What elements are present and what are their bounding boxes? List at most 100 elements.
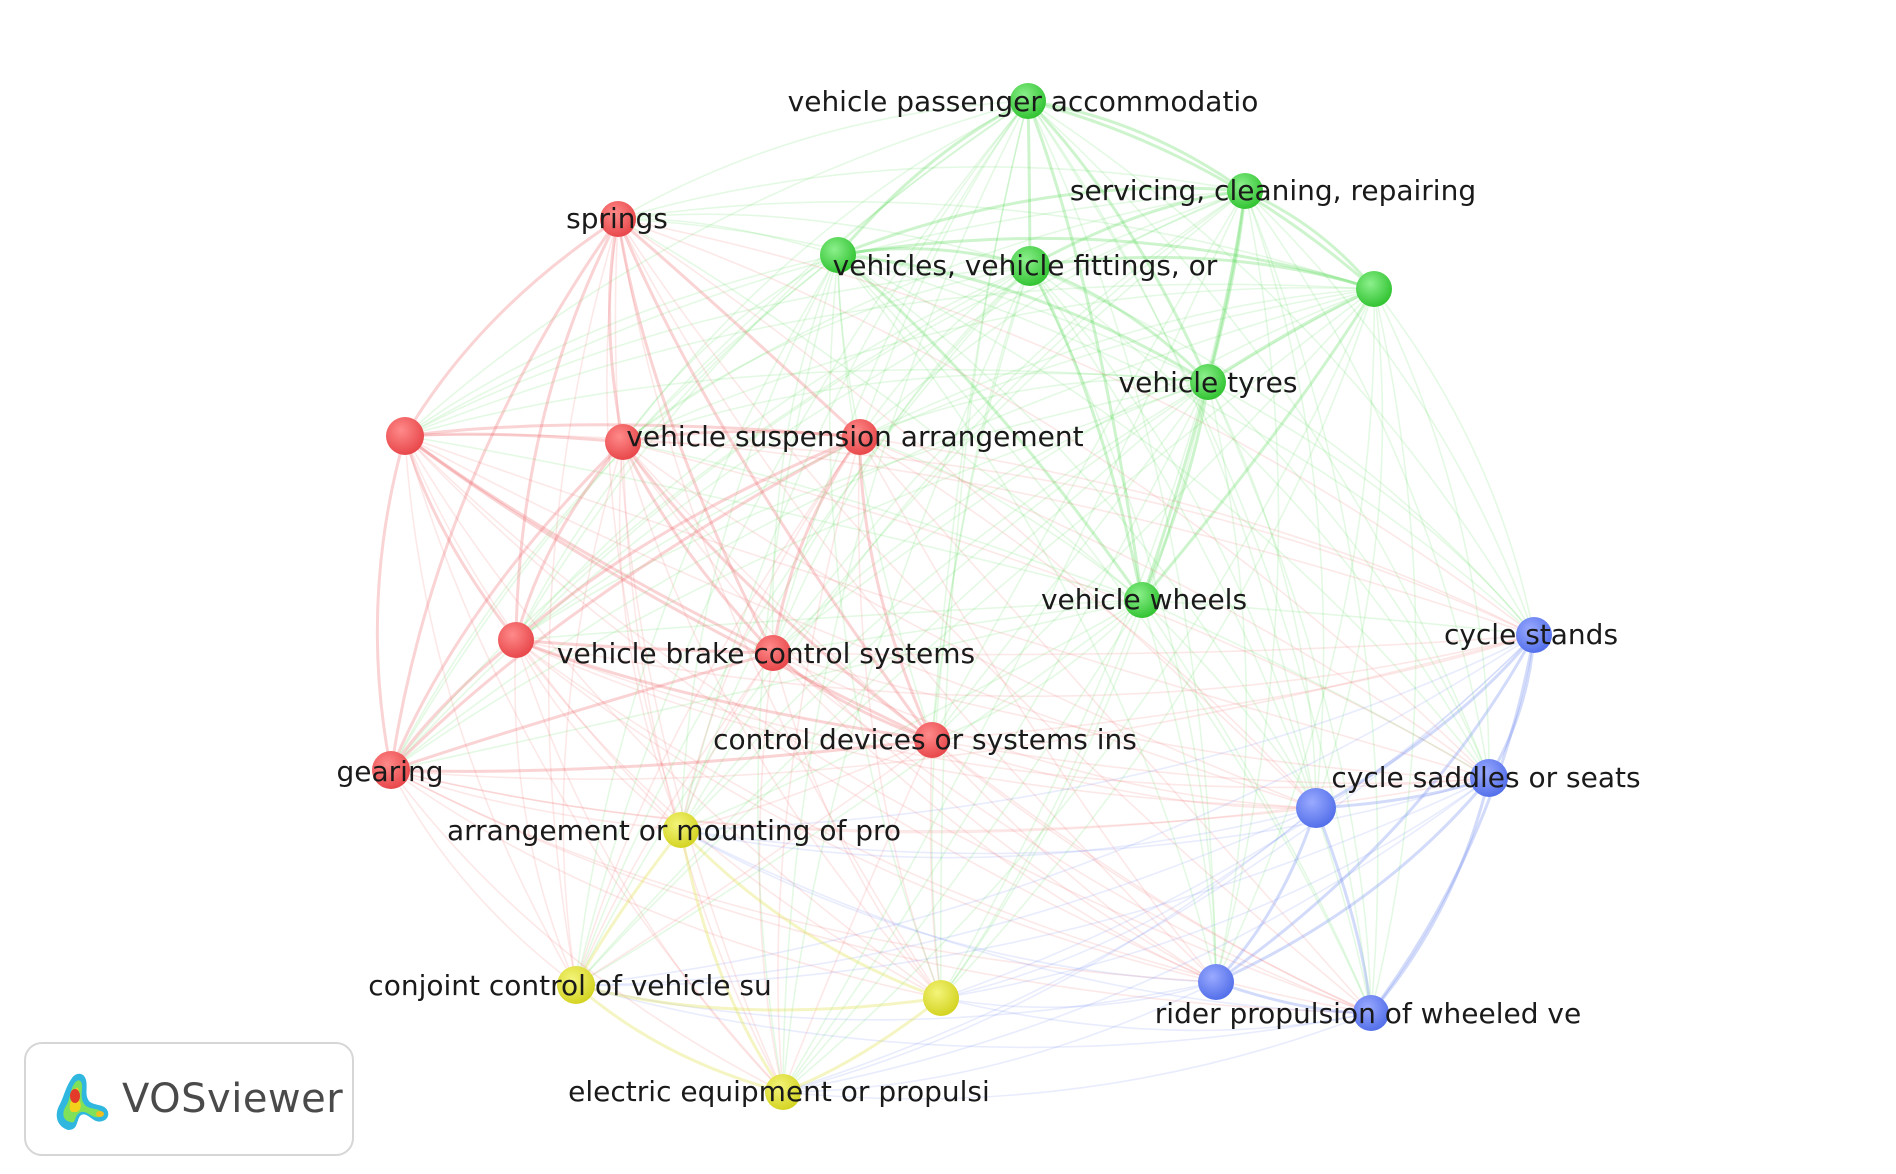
node-label-vehicles-vehicle-fittings[interactable]: vehicles, vehicle fittings, or: [833, 249, 1218, 282]
link-red-unlabeled-2-gearing: [389, 440, 625, 771]
node-label-springs[interactable]: springs: [566, 202, 668, 235]
link-green-unlabeled-2-electric-equipment-or-propulsi: [782, 288, 1375, 1093]
link-vehicles-vehicle-fittings-springs: [617, 213, 1031, 267]
node-blue-unlabeled-2[interactable]: [1198, 964, 1234, 1000]
link-red-unlabeled-2-vehicle-suspension-arrangement: [622, 430, 861, 444]
link-red-unlabeled-3-arrangement-or-mounting-of-pro: [515, 639, 682, 831]
link-green-unlabeled-1-arrangement-or-mounting-of-pro: [680, 254, 839, 831]
link-red-unlabeled-3-rider-propulsion-of-wheeled-ve: [515, 639, 1372, 1014]
link-cycle-saddles-or-seats-blue-unlabeled-2: [1215, 777, 1491, 984]
link-red-unlabeled-2-control-devices-or-systems-ins: [621, 441, 933, 742]
node-label-vehicle-brake-control-systems[interactable]: vehicle brake control systems: [557, 637, 975, 670]
node-label-electric-equipment-or-propulsi[interactable]: electric equipment or propulsi: [568, 1075, 990, 1108]
link-green-unlabeled-1-electric-equipment-or-propulsi: [757, 254, 839, 1093]
link-vehicle-tyres-conjoint-control-of-vehicle-su: [575, 381, 1209, 986]
link-blue-unlabeled-1-blue-unlabeled-2: [1214, 807, 1318, 984]
node-label-arrangement-or-mounting-of-pro[interactable]: arrangement or mounting of pro: [447, 814, 901, 847]
link-control-devices-or-systems-ins-blue-unlabeled-2: [931, 739, 1217, 983]
node-vehicle-brake-control-systems[interactable]: [755, 635, 791, 671]
link-vehicle-passenger-accommodatio-arrangement-or-mounting-of-pro: [680, 100, 1029, 831]
link-vehicles-vehicle-fittings-vehicle-tyres: [1029, 264, 1210, 384]
link-gearing-rider-propulsion-of-wheeled-ve: [390, 769, 1372, 1014]
link-vehicle-tyres-red-unlabeled-1: [404, 368, 1209, 437]
node-control-devices-or-systems-ins[interactable]: [914, 722, 950, 758]
node-green-unlabeled-2[interactable]: [1356, 271, 1392, 307]
link-gearing-blue-unlabeled-1: [390, 769, 1317, 832]
link-vehicles-vehicle-fittings-gearing: [390, 265, 1031, 771]
node-blue-unlabeled-1[interactable]: [1296, 788, 1336, 828]
link-cycle-saddles-or-seats-yellow-unlabeled-1: [940, 777, 1490, 999]
link-servicing-cleaning-repairing-red-unlabeled-1: [404, 190, 1246, 437]
link-gearing-blue-unlabeled-2: [390, 769, 1217, 983]
link-servicing-cleaning-repairing-yellow-unlabeled-1: [940, 190, 1246, 999]
node-gearing[interactable]: [372, 751, 410, 789]
link-vehicles-vehicle-fittings-control-devices-or-systems-ins: [931, 265, 1031, 741]
node-vehicle-suspension-arrangement[interactable]: [842, 419, 878, 455]
node-vehicle-wheels[interactable]: [1124, 582, 1160, 618]
node-label-rider-propulsion-of-wheeled-ve[interactable]: rider propulsion of wheeled ve: [1155, 997, 1581, 1030]
node-label-cycle-saddles-or-seats[interactable]: cycle saddles or seats: [1331, 761, 1640, 794]
link-servicing-cleaning-repairing-vehicle-brake-control-systems: [772, 190, 1246, 654]
link-red-unlabeled-1-gearing: [375, 435, 407, 771]
node-cycle-stands[interactable]: [1516, 617, 1552, 653]
node-green-unlabeled-1[interactable]: [820, 237, 856, 273]
link-vehicle-wheels-cycle-stands: [1141, 599, 1535, 636]
link-vehicle-tyres-vehicle-suspension-arrangement: [859, 378, 1209, 438]
link-red-unlabeled-2-conjoint-control-of-vehicle-su: [562, 441, 624, 986]
node-rider-propulsion-of-wheeled-ve[interactable]: [1353, 995, 1389, 1031]
link-cycle-stands-rider-propulsion-of-wheeled-ve: [1369, 634, 1536, 1014]
node-servicing-cleaning-repairing[interactable]: [1227, 173, 1263, 209]
link-blue-unlabeled-1-yellow-unlabeled-1: [940, 807, 1317, 999]
link-servicing-cleaning-repairing-arrangement-or-mounting-of-pro: [680, 190, 1246, 831]
link-springs-conjoint-control-of-vehicle-su: [547, 218, 619, 986]
node-vehicles-vehicle-fittings[interactable]: [1010, 246, 1050, 286]
link-vehicles-vehicle-fittings-green-unlabeled-1: [837, 247, 1031, 268]
node-red-unlabeled-3[interactable]: [498, 622, 534, 658]
link-vehicle-brake-control-systems-control-devices-or-systems-ins: [772, 651, 933, 742]
link-vehicle-suspension-arrangement-vehicle-brake-control-systems: [771, 436, 862, 654]
node-label-servicing-cleaning-repairing[interactable]: servicing, cleaning, repairing: [1070, 174, 1476, 207]
link-vehicles-vehicle-fittings-cycle-stands: [1029, 265, 1535, 636]
link-vehicle-wheels-springs: [617, 218, 1143, 601]
node-yellow-unlabeled-1[interactable]: [923, 980, 959, 1016]
link-red-unlabeled-1-red-unlabeled-3: [403, 435, 518, 641]
link-vehicle-passenger-accommodatio-vehicle-brake-control-systems: [772, 100, 1029, 654]
node-vehicle-passenger-accommodatio[interactable]: [1010, 83, 1046, 119]
link-red-unlabeled-3-electric-equipment-or-propulsi: [515, 639, 784, 1093]
link-control-devices-or-systems-ins-conjoint-control-of-vehicle-su: [575, 739, 933, 986]
node-springs[interactable]: [600, 201, 636, 237]
node-conjoint-control-of-vehicle-su[interactable]: [557, 966, 595, 1004]
node-label-vehicle-wheels[interactable]: vehicle wheels: [1041, 583, 1247, 616]
link-vehicle-suspension-arrangement-control-devices-or-systems-ins: [858, 436, 934, 741]
link-servicing-cleaning-repairing-green-unlabeled-2: [1244, 189, 1376, 290]
link-servicing-cleaning-repairing-conjoint-control-of-vehicle-su: [575, 190, 1246, 986]
node-label-cycle-stands[interactable]: cycle stands: [1444, 618, 1618, 651]
node-label-control-devices-or-systems-ins[interactable]: control devices or systems ins: [713, 723, 1137, 756]
link-vehicle-tyres-control-devices-or-systems-ins: [931, 381, 1209, 741]
link-vehicle-passenger-accommodatio-gearing: [390, 100, 1029, 771]
node-arrangement-or-mounting-of-pro[interactable]: [663, 812, 699, 848]
node-red-unlabeled-1[interactable]: [386, 417, 424, 455]
link-cycle-stands-electric-equipment-or-propulsi: [782, 634, 1535, 1093]
link-vehicle-suspension-arrangement-gearing: [389, 435, 861, 772]
link-vehicle-wheels-conjoint-control-of-vehicle-su: [575, 599, 1143, 986]
node-label-gearing[interactable]: gearing: [337, 755, 444, 788]
link-vehicle-brake-control-systems-blue-unlabeled-2: [772, 652, 1217, 983]
node-cycle-saddles-or-seats[interactable]: [1470, 759, 1508, 797]
node-label-conjoint-control-of-vehicle-su[interactable]: conjoint control of vehicle su: [368, 969, 771, 1002]
link-gearing-conjoint-control-of-vehicle-su: [390, 769, 577, 986]
link-cycle-saddles-or-seats-rider-propulsion-of-wheeled-ve: [1369, 777, 1491, 1014]
link-green-unlabeled-1-yellow-unlabeled-1: [828, 254, 942, 999]
link-blue-unlabeled-2-electric-equipment-or-propulsi: [782, 981, 1217, 1093]
link-springs-yellow-unlabeled-1: [617, 218, 942, 999]
link-vehicle-wheels-blue-unlabeled-1: [1141, 599, 1317, 809]
node-vehicle-tyres[interactable]: [1190, 364, 1226, 400]
node-electric-equipment-or-propulsi[interactable]: [765, 1074, 801, 1110]
node-red-unlabeled-2[interactable]: [605, 424, 641, 460]
node-label-vehicle-tyres[interactable]: vehicle tyres: [1119, 366, 1298, 399]
link-vehicle-suspension-arrangement-blue-unlabeled-1: [859, 436, 1317, 809]
link-servicing-cleaning-repairing-cycle-stands: [1244, 190, 1535, 636]
link-gearing-yellow-unlabeled-1: [390, 769, 942, 999]
node-label-vehicle-suspension-arrangement[interactable]: vehicle suspension arrangement: [626, 420, 1083, 453]
node-label-vehicle-passenger-accommodatio[interactable]: vehicle passenger accommodatio: [788, 85, 1259, 118]
